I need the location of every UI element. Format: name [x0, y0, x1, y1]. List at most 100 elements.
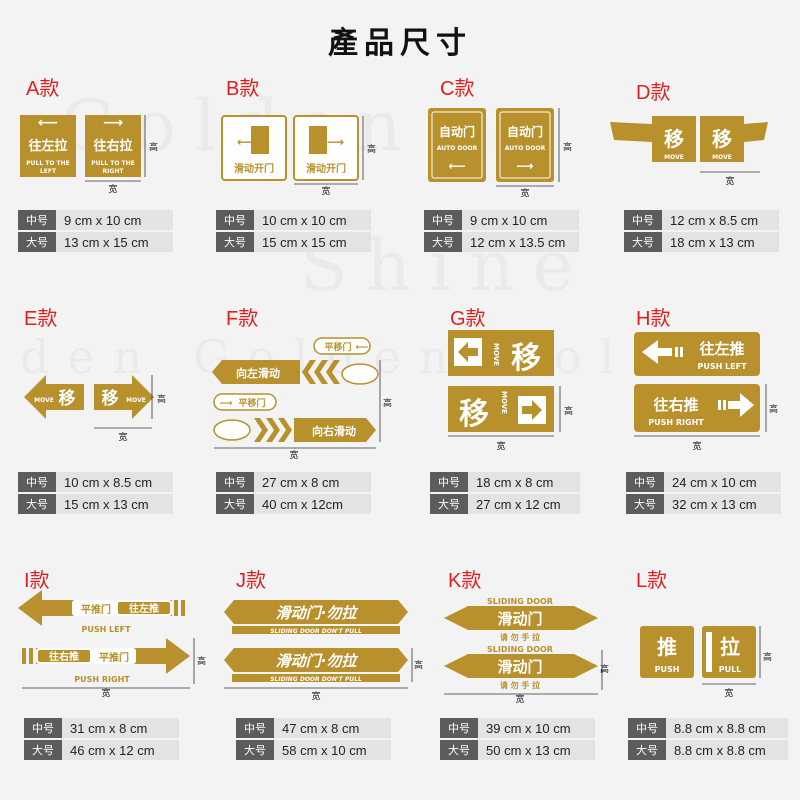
svg-text:宽: 宽 [725, 175, 734, 187]
svg-text:⟶: ⟶ [327, 135, 344, 149]
svg-text:往右推: 往右推 [653, 396, 698, 414]
product-d-signs: 移 MOVE 移 MOVE 宽 [608, 114, 778, 190]
svg-text:移: 移 [459, 397, 489, 432]
svg-text:往右拉: 往右拉 [93, 138, 132, 154]
product-label: D款 [636, 82, 671, 104]
svg-text:PULL TO THE: PULL TO THE [26, 160, 70, 167]
product-i-signs: 平推门 往左推 PUSH LEFT 往右推 平推门 PUSH RIGHT 高 宽 [16, 588, 206, 699]
svg-text:PUSH LEFT: PUSH LEFT [697, 362, 747, 371]
svg-text:高: 高 [414, 659, 423, 671]
svg-text:向右滑动: 向右滑动 [312, 424, 356, 438]
svg-text:推: 推 [657, 635, 677, 659]
svg-text:⟶: ⟶ [103, 115, 123, 131]
product-label: G款 [450, 308, 486, 330]
svg-text:宽: 宽 [724, 687, 733, 699]
svg-text:高: 高 [157, 393, 166, 405]
svg-text:RIGHT: RIGHT [103, 168, 125, 175]
svg-text:宽: 宽 [311, 690, 320, 702]
svg-text:自动门: 自动门 [439, 124, 475, 139]
svg-text:往左拉: 往左拉 [28, 138, 67, 154]
svg-text:PUSH: PUSH [655, 665, 680, 674]
svg-text:⟶: ⟶ [220, 399, 233, 409]
svg-text:AUTO DOOR: AUTO DOOR [437, 145, 478, 152]
svg-text:PUSH RIGHT: PUSH RIGHT [648, 418, 704, 427]
product-label: E款 [24, 308, 58, 330]
svg-text:平推门: 平推门 [99, 651, 129, 664]
svg-text:LEFT: LEFT [40, 168, 57, 175]
svg-text:宽: 宽 [692, 440, 701, 452]
product-label: K款 [448, 570, 482, 592]
svg-text:滑动门·勿拉: 滑动门·勿拉 [276, 604, 359, 622]
product-label: H款 [636, 308, 671, 330]
svg-text:往左推: 往左推 [699, 340, 744, 358]
svg-text:宽: 宽 [496, 440, 505, 452]
product-k-signs: SLIDING DOOR 滑动门 请 勿 手 拉 SLIDING DOOR 滑动… [438, 594, 609, 705]
svg-text:SLIDING DOOR: SLIDING DOOR [487, 645, 553, 654]
product-label: L款 [636, 570, 668, 592]
svg-text:宽: 宽 [118, 431, 127, 443]
svg-text:宽: 宽 [515, 693, 524, 705]
product-h-signs: 往左推 PUSH LEFT 往右推 PUSH RIGHT 高 宽 [632, 330, 792, 460]
svg-text:⟵: ⟵ [448, 159, 465, 173]
svg-text:PULL: PULL [719, 665, 742, 674]
svg-text:高: 高 [600, 663, 609, 675]
svg-text:SLIDING DOOR: SLIDING DOOR [487, 597, 553, 606]
product-e-signs: MOVE 移 移 MOVE 高 宽 [24, 372, 184, 447]
svg-text:高: 高 [564, 405, 573, 417]
svg-text:AUTO DOOR: AUTO DOOR [505, 145, 546, 152]
svg-text:高: 高 [197, 655, 206, 667]
svg-text:MOVE: MOVE [492, 343, 500, 366]
svg-text:滑动开门: 滑动开门 [234, 162, 274, 175]
svg-text:平移门: 平移门 [238, 397, 265, 409]
svg-text:MOVE: MOVE [126, 397, 146, 404]
svg-text:PULL TO THE: PULL TO THE [91, 160, 135, 167]
svg-text:平移门: 平移门 [324, 341, 351, 353]
svg-text:请 勿 手 拉: 请 勿 手 拉 [500, 680, 540, 690]
svg-text:移: 移 [511, 341, 541, 376]
product-c-signs: 自动门 AUTO DOOR ⟵ 自动门 AUTO DOOR ⟶ 高 宽 [428, 108, 593, 200]
svg-text:SLIDING DOOR DON'T PULL: SLIDING DOOR DON'T PULL [270, 628, 362, 635]
svg-text:滑动门: 滑动门 [497, 658, 542, 676]
svg-text:宽: 宽 [101, 687, 110, 699]
svg-text:自动门: 自动门 [507, 124, 543, 139]
svg-text:⟵: ⟵ [237, 135, 254, 149]
product-g-signs: MOVE 移 移 MOVE 高 宽 [446, 328, 586, 458]
svg-text:MOVE: MOVE [664, 154, 684, 161]
page-title: 產品尺寸 [328, 26, 472, 61]
product-f-signs: 平移门 ⟵ 向左滑动 ⟶ 平移门 向右滑动 高 宽 [210, 336, 392, 462]
svg-text:MOVE: MOVE [500, 391, 508, 414]
svg-text:PUSH LEFT: PUSH LEFT [81, 625, 131, 634]
product-a-signs: ⟵ 往左拉 PULL TO THE LEFT ⟶ 往右拉 PULL TO THE… [20, 112, 190, 202]
svg-text:⟶: ⟶ [516, 159, 533, 173]
product-label: F款 [226, 308, 259, 330]
svg-text:MOVE: MOVE [34, 397, 54, 404]
svg-text:SLIDING DOOR DON'T PULL: SLIDING DOOR DON'T PULL [270, 676, 362, 683]
svg-text:平推门: 平推门 [81, 603, 111, 616]
svg-text:拉: 拉 [720, 635, 740, 659]
product-label: C款 [440, 78, 475, 100]
product-l-signs: 推 PUSH 拉 PULL 高 宽 [638, 622, 788, 708]
svg-text:高: 高 [563, 141, 572, 153]
product-b-signs: ⟵ 滑动开门 ⟶ 滑动开门 高 宽 [221, 114, 396, 204]
svg-text:高: 高 [367, 143, 376, 155]
svg-text:滑动门: 滑动门 [497, 610, 542, 628]
product-label: A款 [26, 78, 60, 100]
product-label: J款 [236, 570, 266, 592]
svg-text:MOVE: MOVE [712, 154, 732, 161]
svg-text:往左推: 往左推 [129, 602, 159, 615]
svg-text:PUSH RIGHT: PUSH RIGHT [74, 675, 130, 684]
svg-text:移: 移 [59, 388, 76, 409]
svg-text:宽: 宽 [520, 187, 529, 199]
svg-text:滑动门·勿拉: 滑动门·勿拉 [276, 652, 359, 670]
svg-text:高: 高 [149, 141, 158, 153]
svg-text:往右推: 往右推 [49, 650, 79, 663]
